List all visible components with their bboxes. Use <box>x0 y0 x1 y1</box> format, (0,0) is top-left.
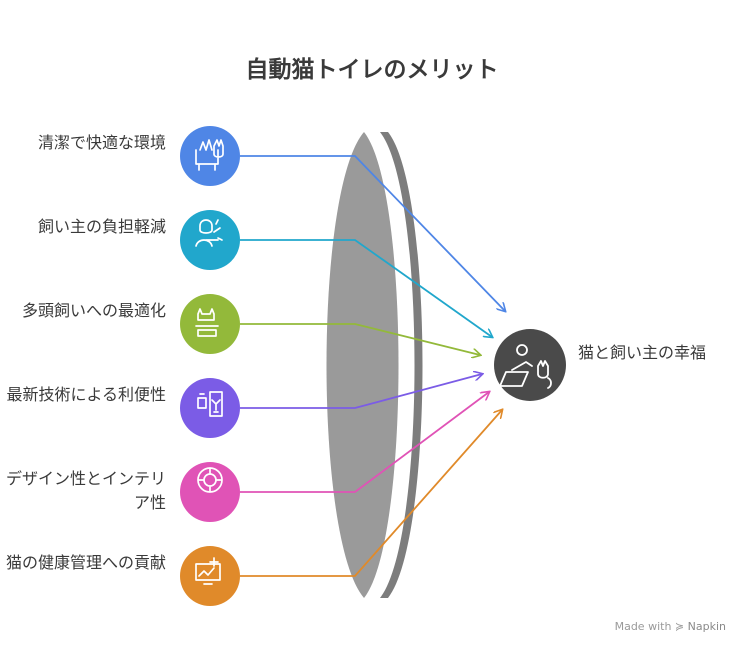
benefit-label-6: 猫の健康管理への貢献 <box>6 553 167 572</box>
benefit-label-1: 清潔で快適な環境 <box>37 133 166 152</box>
result-label: 猫と飼い主の幸福 <box>578 343 707 362</box>
benefit-node-4 <box>180 378 240 438</box>
multi-cat-icon <box>195 308 219 337</box>
arrows <box>240 155 505 577</box>
benefit-node-6 <box>180 546 240 606</box>
design-circle-icon <box>197 467 223 493</box>
benefit-label-2: 飼い主の負担軽減 <box>37 217 166 236</box>
benefit-nodes <box>180 126 240 606</box>
watermark: Made with ≽ Napkin <box>615 620 726 633</box>
benefit-label-3: 多頭飼いへの最適化 <box>21 301 166 320</box>
benefit-label-4: 最新技術による利便性 <box>6 385 166 404</box>
diagram-title: 自動猫トイレのメリット <box>245 57 499 83</box>
owner-and-cat-icon <box>499 344 552 389</box>
benefit-node-2 <box>180 210 240 270</box>
lens <box>326 131 423 599</box>
napkin-logo-icon: ≽ <box>674 620 685 633</box>
arrow-5 <box>240 392 489 493</box>
cat-litter-icon <box>195 139 224 171</box>
arrow-2 <box>240 239 492 337</box>
benefit-label-5: デザイン性とインテリア性 <box>6 469 167 512</box>
benefit-node-1 <box>180 126 240 186</box>
arrow-3 <box>240 323 480 355</box>
person-relief-icon <box>195 219 223 247</box>
watermark-prefix: Made with <box>614 620 672 633</box>
watermark-brand: Napkin <box>687 620 726 633</box>
arrow-4 <box>240 374 482 409</box>
health-monitor-icon <box>195 557 221 585</box>
benefit-node-3 <box>180 294 240 354</box>
arrow-6 <box>240 410 502 577</box>
benefit-node-5 <box>180 462 240 522</box>
result-node <box>494 329 566 401</box>
smartphone-control-icon <box>197 391 223 417</box>
arrow-1 <box>240 155 505 311</box>
